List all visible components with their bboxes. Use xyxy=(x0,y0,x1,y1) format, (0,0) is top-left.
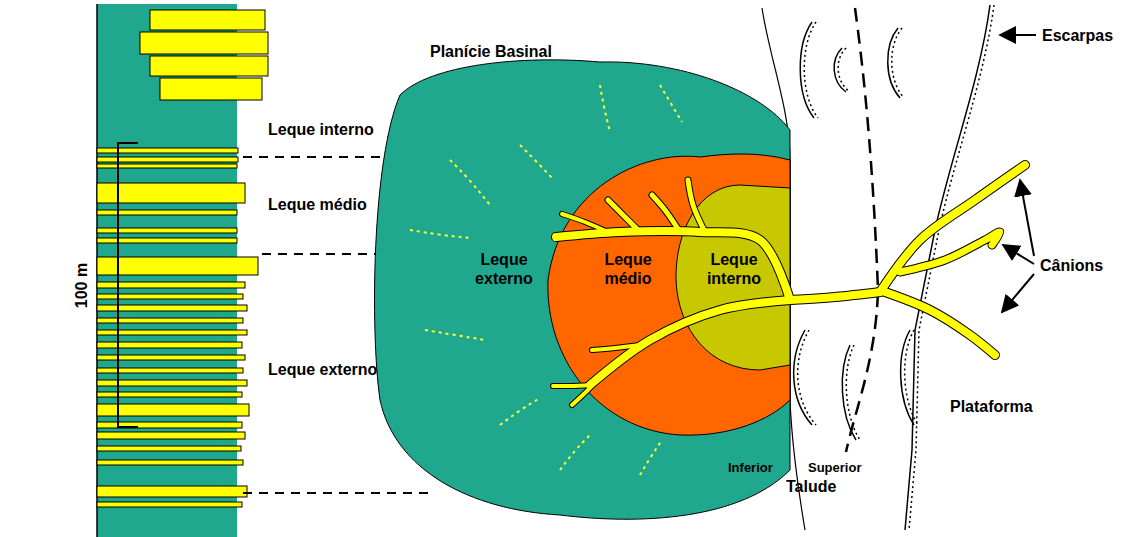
channel-outline xyxy=(688,180,705,232)
sand-bed xyxy=(97,446,241,451)
sand-bed xyxy=(160,78,262,100)
dotted-channel xyxy=(640,440,662,475)
sand-bed xyxy=(97,380,247,386)
dotted-channel xyxy=(520,145,552,178)
map-label: Talude xyxy=(786,477,836,496)
channel xyxy=(688,180,705,232)
scarp-dotted xyxy=(846,345,860,440)
scale-bracket xyxy=(118,143,138,427)
map-label: Cânions xyxy=(1040,256,1103,275)
channel-outlines xyxy=(553,165,1025,405)
map-label: Superior xyxy=(808,458,861,477)
channel xyxy=(556,231,790,300)
sand-bed xyxy=(150,56,268,76)
sand-bed xyxy=(97,355,245,360)
channel-fills xyxy=(553,165,1025,405)
channel-outline xyxy=(790,292,880,300)
channel xyxy=(608,200,640,232)
map-label: Escarpas xyxy=(1042,26,1113,45)
channel xyxy=(790,292,880,300)
channel xyxy=(885,292,995,355)
scarp-dotted xyxy=(798,330,816,425)
channel xyxy=(652,195,680,232)
slope-break xyxy=(846,8,878,452)
channel-outline xyxy=(900,232,1000,272)
zone-label: Leque externo xyxy=(464,250,544,288)
sand-bed xyxy=(140,32,268,54)
sand-bed xyxy=(97,282,245,288)
zone-shape xyxy=(375,60,790,519)
channel xyxy=(592,345,640,350)
scarp-dotted xyxy=(905,330,918,425)
dotted-channel xyxy=(425,330,485,340)
zone-label: Leque interno xyxy=(694,250,774,288)
channel-outline xyxy=(556,231,790,300)
zone-label: Leque médio xyxy=(588,250,668,288)
channel xyxy=(553,385,590,386)
scarp xyxy=(901,330,914,425)
channel xyxy=(900,232,1000,272)
sand-bed xyxy=(97,486,247,497)
sand-beds xyxy=(97,10,268,507)
channel xyxy=(572,372,605,405)
scarp-dotted xyxy=(804,22,818,118)
map-label: Leque médio xyxy=(268,195,367,214)
dotted-channel xyxy=(500,398,540,425)
dotted-channel xyxy=(560,435,590,470)
channel xyxy=(590,300,790,385)
channel-outline xyxy=(553,385,590,386)
scarp-dotted xyxy=(838,48,850,92)
map-label: Leque externo xyxy=(268,360,377,379)
channel xyxy=(880,165,1025,292)
slump-scarps xyxy=(794,22,918,440)
sand-bed xyxy=(97,330,247,335)
dotted-channel xyxy=(410,230,470,238)
sand-bed xyxy=(97,432,245,439)
scarp xyxy=(800,22,814,118)
sand-bed xyxy=(97,257,258,275)
map-label: Plataforma xyxy=(950,397,1033,416)
channel-outline xyxy=(880,165,1025,292)
map-label: Leque interno xyxy=(268,120,374,139)
sand-bed xyxy=(97,305,247,311)
channel-outline xyxy=(572,372,605,405)
channel-outline xyxy=(590,300,790,385)
scarp-dotted xyxy=(892,28,904,98)
fan-zone: Planície BasinalLeque externo Leque médio… xyxy=(372,42,794,527)
dotted-channel xyxy=(450,160,490,205)
channel-outline xyxy=(652,195,680,232)
sand-bed xyxy=(150,10,265,30)
dotted-channel xyxy=(600,85,610,132)
scarp xyxy=(888,28,900,98)
channel-outline xyxy=(608,200,640,232)
channel xyxy=(562,214,610,233)
sand-bed xyxy=(97,404,249,416)
zone-shape xyxy=(548,154,790,435)
scale-label: 100 m xyxy=(73,262,92,307)
zone-label: Planície Basinal xyxy=(430,42,552,61)
sand-bed xyxy=(97,460,243,465)
channel-outline xyxy=(885,292,995,355)
sand-bed xyxy=(97,502,242,507)
sand-bed xyxy=(97,183,245,203)
map-label: Inferior xyxy=(728,458,773,477)
channel-outline xyxy=(562,214,610,233)
dotted-channel xyxy=(660,85,682,122)
